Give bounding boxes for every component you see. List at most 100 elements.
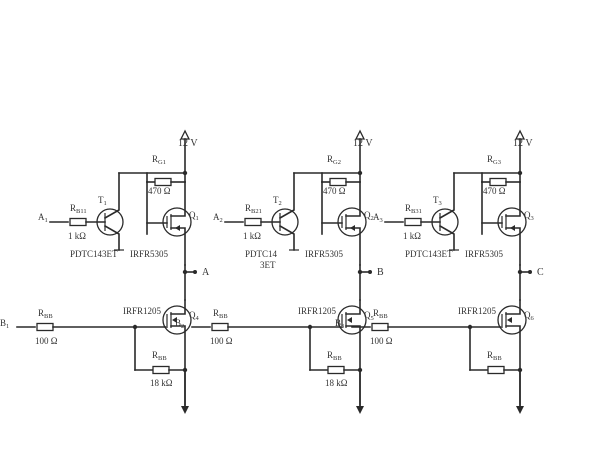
input-a-label-letter: A [38,212,45,222]
q-top-source [505,181,521,217]
t1-name: T3 [433,195,442,207]
q-top-name: Q3 [524,210,534,222]
q-top-name-subscript: 2 [371,215,374,222]
rload-name-letter: R [327,350,333,360]
rload-name-subscript: BB [158,355,167,362]
rbase-name-letter: R [70,203,76,213]
output-terminal [368,270,372,274]
t1-collector [103,172,120,220]
q-top-name: Q1 [189,210,199,222]
rpull-value: 470 Ω [323,186,346,196]
input-a-label-letter: A [373,212,380,222]
rpull-name: RG1 [152,154,166,166]
q-bot-arrow-icon [507,317,512,323]
rgate-value: 100 Ω [370,336,393,346]
q-top-source [345,181,361,217]
rbase-value: 1 kΩ [68,231,86,241]
output-terminal [528,270,532,274]
q-bot-name-letter: Q [189,310,196,320]
rbase-name-subscript: B31 [411,208,422,215]
q-bot-part: IRFR1205 [458,306,497,316]
rgate-name: RBB [38,308,53,320]
rbase-resistor [404,217,422,227]
t1-name-subscript: 1 [104,200,107,207]
rpull-name-subscript: G2 [333,159,341,166]
rpull-name-letter: R [327,154,333,164]
output-label: B [377,267,384,278]
rload-name: RBB [487,350,502,362]
rgate-name-letter: R [213,308,219,318]
q-top-name-subscript: 3 [531,215,534,222]
supply-label: 12 V [513,138,533,149]
ground-arrow-icon [181,406,189,414]
q-bot-source [345,325,361,406]
rgate-name: RBB [213,308,228,320]
rload-name-subscript: BB [333,355,342,362]
rload-resistor [327,365,345,375]
t1-name-letter: T [273,195,279,205]
input-b-label-subscript: 2 [181,323,184,330]
t1-name-letter: T [98,195,104,205]
rbase-name: RB31 [405,203,422,215]
input-a-label: A3 [373,212,383,224]
q-bot-arrow-icon [172,317,177,323]
output-terminal [193,270,197,274]
output-label: A [202,267,210,278]
q-top-name-letter: Q [189,210,196,220]
t1-name: T1 [98,195,107,207]
t1-part: PDTC143ET [405,249,453,259]
rbase-name-letter: R [245,203,251,213]
t1-name-letter: T [433,195,439,205]
input-b-label-letter: B [0,318,6,328]
t1-name-subscript: 3 [439,200,442,207]
t1-emitter [278,224,295,251]
q-bot-name-letter: Q [524,310,531,320]
q-bot-source [170,325,186,406]
rload-resistor [487,365,505,375]
input-b-label: B2 [175,318,184,330]
input-b-label: B3 [335,318,344,330]
q-bot-name-subscript: 6 [531,315,535,322]
rbase-resistor [244,217,262,227]
rload-name-subscript: BB [493,355,502,362]
rbase-name-subscript: B21 [251,208,262,215]
rload-name: RBB [327,350,342,362]
rpull-value: 470 Ω [148,186,171,196]
q-bot-arrow-icon [347,317,352,323]
q-bot-drain [345,299,361,315]
rload-value: 18 kΩ [325,378,348,388]
q-top-arrow-icon [175,225,180,231]
rbase-value: 1 kΩ [243,231,261,241]
input-a-label-subscript: 2 [220,217,223,224]
q-top-name-subscript: 1 [196,215,199,222]
rload-value: 18 kΩ [150,378,173,388]
rpull-name: RG3 [487,154,501,166]
input-a-label-letter: A [213,212,220,222]
rbase-name-letter: R [405,203,411,213]
rpull-name: RG2 [327,154,341,166]
t1-emitter [103,224,120,251]
rpull-name-letter: R [152,154,158,164]
t1-name: T2 [273,195,282,207]
q-top-pmos-icon [162,207,192,237]
input-b-label-subscript: 1 [6,323,9,330]
rgate-name-subscript: BB [379,313,388,320]
input-a-label: A1 [38,212,48,224]
q-top-pmos-icon [337,207,367,237]
rpull-value: 470 Ω [483,186,506,196]
q-bot-name-subscript: 4 [196,315,200,322]
rgate-value: 100 Ω [35,336,58,346]
q-bot-name: Q5 [364,310,374,322]
rgate-name-letter: R [38,308,44,318]
rpull-name-subscript: G3 [493,159,501,166]
q-bot-name-subscript: 5 [371,315,374,322]
t1-name-subscript: 2 [279,200,282,207]
q-top-name-letter: Q [524,210,531,220]
t1-part: PDTC143ET [70,249,118,259]
output-label: C [537,267,544,278]
q-bot-name-letter: Q [364,310,371,320]
rload-resistor [152,365,170,375]
rpull-name-letter: R [487,154,493,164]
